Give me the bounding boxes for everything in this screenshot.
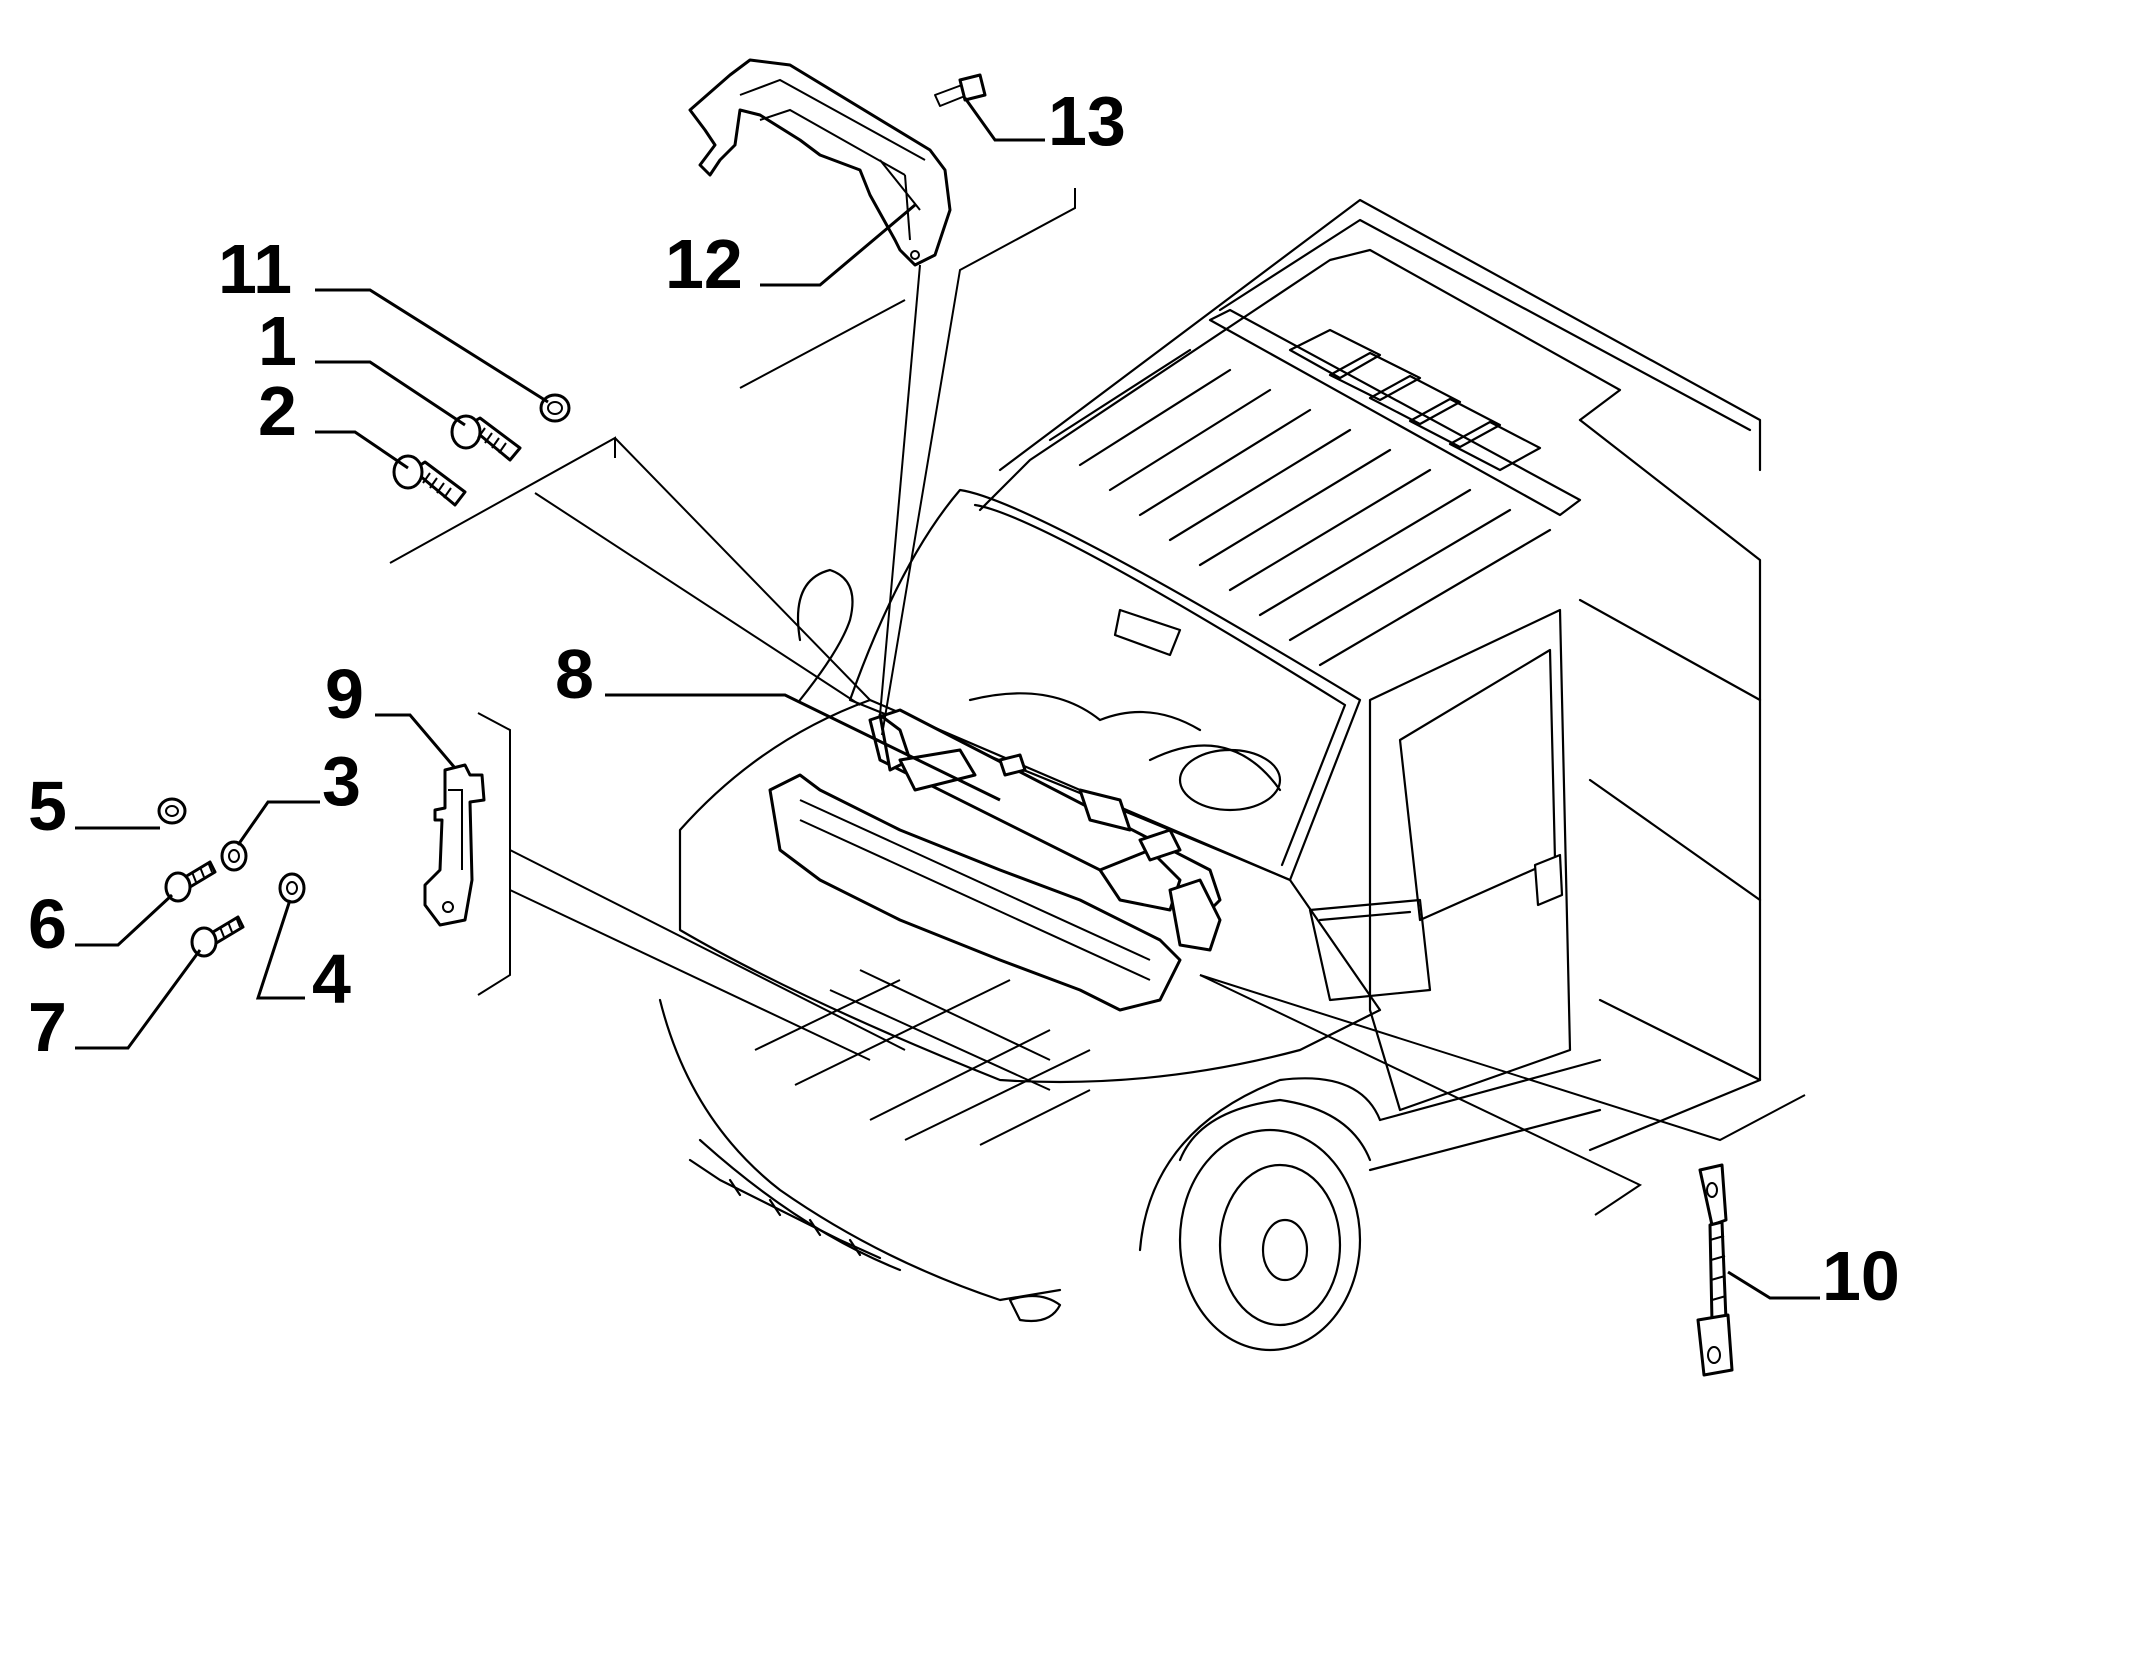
nut-part-3 <box>220 840 248 872</box>
callout-3: 3 <box>322 742 361 820</box>
callout-1: 1 <box>258 302 297 380</box>
hood-hatch-marks <box>754 969 1091 1146</box>
callout-9: 9 <box>325 655 364 733</box>
screw-part-13 <box>934 73 987 107</box>
callout-4: 4 <box>312 940 351 1018</box>
bolt-part-2 <box>392 454 467 507</box>
callout-7: 7 <box>28 988 67 1066</box>
nut-part-5 <box>157 797 187 825</box>
callout-5: 5 <box>28 767 67 845</box>
nut-part-4 <box>278 872 306 904</box>
earth-strap-part-10 <box>1696 1163 1734 1377</box>
callout-12: 12 <box>665 225 743 303</box>
leader-lines <box>75 97 1820 1300</box>
van-illustration <box>658 198 1762 1352</box>
callout-8: 8 <box>555 635 594 713</box>
callout-13: 13 <box>1048 82 1126 160</box>
bolt-part-6 <box>164 860 217 903</box>
crossmember-part-8 <box>768 708 1222 1012</box>
callout-6: 6 <box>28 885 67 963</box>
bracket-part-12 <box>688 58 952 267</box>
callout-2: 2 <box>258 372 297 450</box>
callout-labels: 13 12 11 1 2 9 8 5 3 6 4 7 10 <box>28 82 1900 1315</box>
callout-11: 11 <box>218 230 292 308</box>
bolt-part-1 <box>450 414 522 462</box>
bolt-part-7 <box>190 915 245 958</box>
bracket-part-9 <box>423 763 486 927</box>
callout-10: 10 <box>1822 1237 1900 1315</box>
